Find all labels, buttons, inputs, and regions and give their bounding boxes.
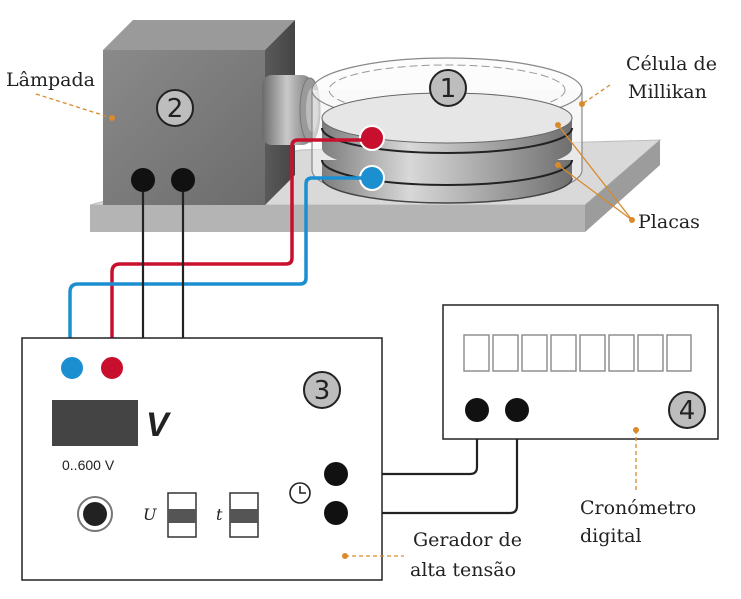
label-cell-line2: Millikan [628,81,707,103]
badge-2: 2 [156,89,194,127]
gen-terminal-blue [59,355,85,381]
lamp-terminal-left [131,168,155,192]
gen-timer-terminal-1 [324,462,348,486]
label-lamp: Lâmpada [6,69,95,91]
label-timer-line2: digital [580,525,642,547]
leader-lines [35,84,637,557]
label-timer-line1: Cronómetro [580,497,696,519]
cell-terminal-blue [359,165,385,191]
gen-terminal-red [99,355,125,381]
wire-timer-1 [336,410,479,476]
badge-4: 4 [668,391,706,429]
svg-text:2: 2 [167,94,184,124]
timer-digits [463,334,692,372]
svg-text:3: 3 [314,376,331,406]
label-cell-line1: Célula de [626,53,717,75]
label-generator-line1: Gerador de [413,529,522,551]
label-plates: Placas [638,211,700,233]
clock-icon [289,482,311,504]
switch-t-label: t [216,505,223,524]
cell-terminal-red [359,125,385,151]
lamp-terminal-right [171,168,195,192]
gen-timer-terminal-2 [324,501,348,525]
badge-3: 3 [303,371,341,409]
lamp-lens [262,75,321,145]
digital-timer [442,304,719,440]
timer-terminal-1 [465,398,489,422]
switch-u[interactable] [167,492,197,538]
voltage-range: 0..600 V [62,457,115,473]
svg-text:1: 1 [440,74,457,104]
voltmeter-display [52,400,138,446]
svg-text:4: 4 [679,396,696,426]
badge-1: 1 [429,69,467,107]
switch-t[interactable] [229,492,259,538]
leader-dots [109,101,639,559]
wire-red [110,138,362,368]
wire-blue [68,176,362,368]
label-generator-line2: alta tensão [410,559,516,581]
switch-u-label: U [143,505,157,524]
wire-timer-2 [336,410,519,515]
timer-terminal-2 [505,398,529,422]
wires [68,138,519,515]
voltmeter-unit: V [146,406,172,444]
